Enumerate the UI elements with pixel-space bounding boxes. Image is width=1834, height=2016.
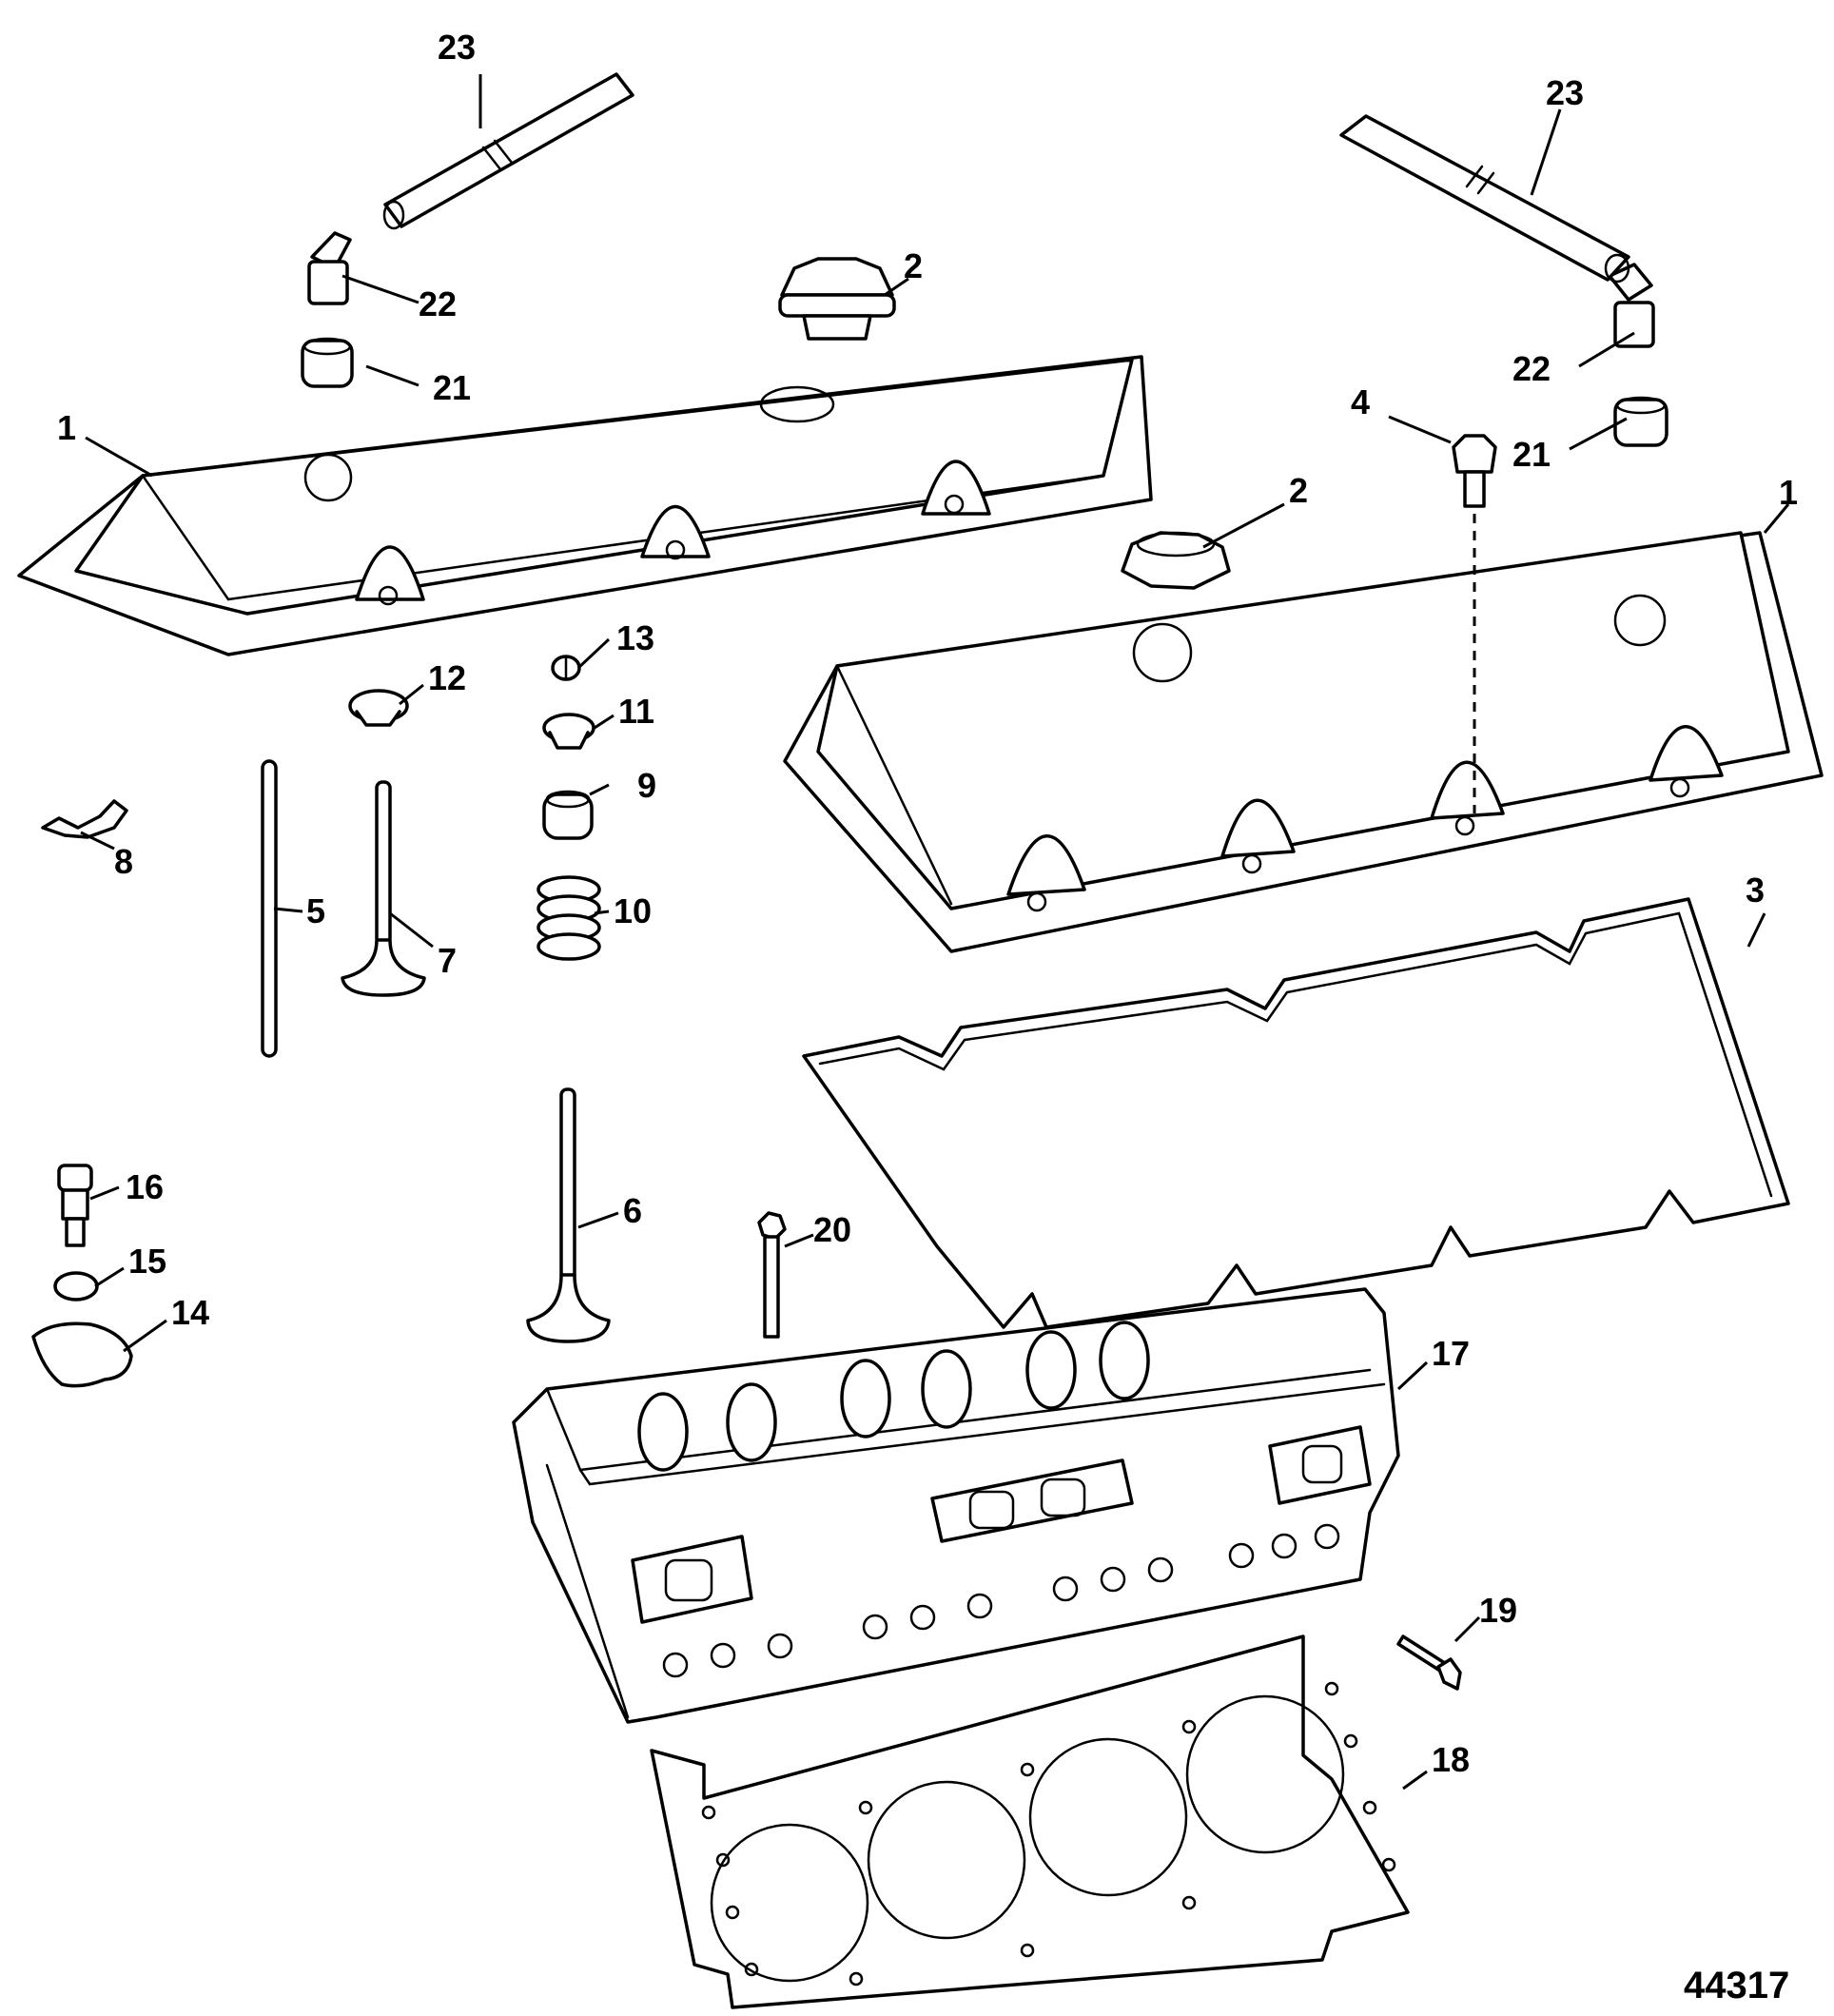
valve-cover-right: [783, 531, 1824, 953]
callout-20: 20: [813, 1210, 851, 1249]
grommet-right: [1613, 396, 1668, 447]
callout-7: 7: [438, 941, 457, 980]
callout-5: 5: [306, 891, 325, 930]
push-rod: [261, 759, 278, 1058]
rocker-arm-stud: [57, 1164, 93, 1247]
callout-2-left: 2: [904, 246, 923, 285]
rocker-arm: [31, 1321, 133, 1388]
valve-keys: [551, 655, 581, 681]
callout-21-left: 21: [433, 368, 471, 407]
callout-15: 15: [128, 1242, 166, 1281]
rocker-arm-guide: [41, 799, 128, 839]
callout-14: 14: [171, 1293, 209, 1332]
callout-8: 8: [114, 842, 133, 881]
callout-23-left: 23: [438, 28, 476, 67]
callout-13: 13: [616, 618, 654, 657]
hose-left: [382, 72, 634, 230]
valve-seal: [542, 790, 594, 840]
head-bolt-long: [757, 1211, 787, 1339]
intake-valve: [341, 780, 426, 997]
oil-fill-cap-left: [778, 257, 896, 341]
callout-21-right: 21: [1512, 435, 1551, 474]
exhaust-valve: [526, 1087, 611, 1343]
valve-spring-cap: [542, 713, 595, 750]
hose-right: [1339, 114, 1630, 284]
valve-cover-bolt: [1452, 434, 1497, 813]
callout-23-right: 23: [1546, 73, 1584, 112]
callout-6: 6: [623, 1191, 642, 1230]
callout-1-left: 1: [57, 408, 76, 447]
callout-4: 4: [1351, 382, 1370, 421]
valve-cover-left: [17, 355, 1153, 656]
oil-fill-cap-right: [1121, 531, 1231, 590]
valve-spring: [537, 875, 601, 961]
callout-22-left: 22: [419, 284, 457, 323]
callout-9: 9: [637, 766, 656, 805]
callout-19: 19: [1479, 1591, 1517, 1630]
cylinder-head: [512, 1287, 1400, 1724]
vent-elbow-left: [307, 231, 352, 305]
grommet-left: [301, 337, 354, 388]
callout-10: 10: [614, 891, 652, 930]
leader-lines: [80, 74, 1790, 1791]
callout-2-right: 2: [1289, 471, 1308, 510]
callout-1-right: 1: [1779, 473, 1798, 512]
valve-rotator: [348, 689, 409, 727]
figure-number: 44317: [1684, 1965, 1789, 2006]
head-bolt-short: [1396, 1634, 1462, 1691]
callout-16: 16: [126, 1167, 164, 1206]
rocker-arm-ball: [53, 1271, 99, 1302]
head-gasket: [650, 1634, 1410, 2009]
callout-labels: 23 23 2 22 22 21 21 4 1 2 1 13 12 11 9 8…: [57, 28, 1798, 2006]
callout-17: 17: [1432, 1334, 1470, 1373]
callout-12: 12: [428, 658, 466, 697]
callout-22-right: 22: [1512, 349, 1551, 388]
callout-3: 3: [1746, 871, 1765, 910]
callout-11: 11: [618, 692, 654, 731]
callout-18: 18: [1432, 1740, 1470, 1779]
valve-cover-gasket: [802, 897, 1790, 1329]
vent-elbow-right: [1608, 263, 1655, 348]
